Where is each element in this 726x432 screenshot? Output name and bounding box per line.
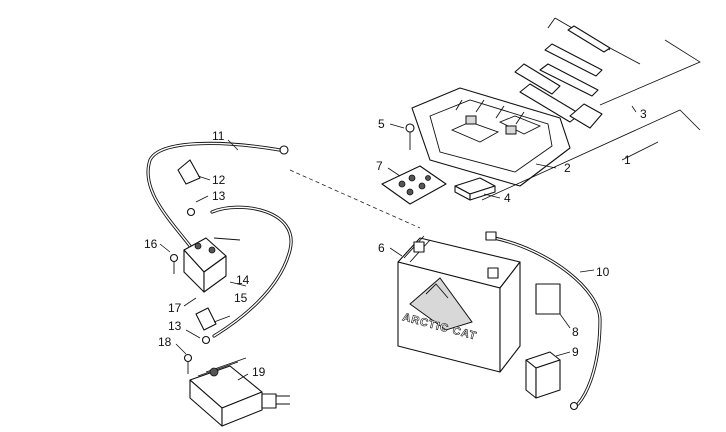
leader-18 bbox=[175, 343, 187, 355]
callout-9: 9 bbox=[572, 345, 579, 359]
battery-foam-block bbox=[525, 351, 561, 399]
callout-8: 8 bbox=[572, 325, 579, 339]
leader-1 bbox=[621, 141, 659, 161]
leader-3 bbox=[631, 105, 637, 113]
terminal-boot-upper bbox=[177, 159, 201, 185]
assembly-bracket-3 bbox=[599, 39, 701, 106]
leader-16 bbox=[159, 243, 171, 253]
leader-15 bbox=[213, 315, 231, 323]
callout-7: 7 bbox=[376, 159, 383, 173]
starter-screw bbox=[183, 353, 193, 374]
tool-kit bbox=[514, 17, 641, 129]
callout-5: 5 bbox=[378, 117, 385, 131]
starter-cable-upper bbox=[146, 141, 289, 248]
callout-11: 11 bbox=[212, 129, 225, 143]
leader-13b bbox=[185, 329, 201, 339]
callout-15: 15 bbox=[234, 291, 248, 305]
callout-3: 3 bbox=[640, 107, 647, 121]
callout-16: 16 bbox=[144, 237, 158, 251]
callout-13-upper: 13 bbox=[212, 189, 226, 203]
callout-10: 10 bbox=[596, 265, 610, 279]
callout-19: 19 bbox=[252, 365, 266, 379]
screwdriver-shaft bbox=[609, 47, 641, 65]
terminal-boot-lower bbox=[195, 307, 217, 331]
callout-4: 4 bbox=[504, 191, 511, 205]
leader-19 bbox=[237, 373, 249, 381]
leader-14 bbox=[229, 281, 247, 287]
leader-2 bbox=[535, 163, 557, 169]
battery-cable bbox=[485, 231, 602, 411]
assembly-bracket-1 bbox=[481, 109, 701, 201]
leader-11 bbox=[227, 139, 239, 151]
battery-insulator-pad bbox=[535, 283, 561, 315]
leader-17 bbox=[183, 297, 197, 307]
wrench-tool-1 bbox=[544, 43, 603, 77]
tool-tray bbox=[411, 87, 571, 187]
leader-7 bbox=[387, 167, 401, 177]
fastener-kit-bag bbox=[381, 165, 447, 205]
callout-12: 12 bbox=[212, 173, 226, 187]
callout-18: 18 bbox=[158, 335, 172, 349]
solenoid-screw bbox=[169, 253, 179, 274]
leader-8 bbox=[559, 313, 571, 329]
terminal-nut-lower bbox=[201, 335, 211, 345]
leader-6 bbox=[389, 247, 403, 257]
dash-battery-link bbox=[289, 169, 421, 229]
callout-2: 2 bbox=[564, 161, 571, 175]
foam-pad bbox=[454, 177, 496, 201]
callout-14: 14 bbox=[236, 273, 250, 287]
screwdriver-tool bbox=[567, 25, 611, 53]
wrench-tool-2 bbox=[539, 63, 599, 97]
tool-bag-roll bbox=[569, 103, 603, 129]
starter-cable-lower bbox=[210, 205, 293, 338]
leader-4 bbox=[483, 193, 501, 199]
callout-6: 6 bbox=[378, 241, 385, 255]
leader-5 bbox=[389, 123, 405, 129]
battery: ARCTIC CAT bbox=[397, 235, 521, 373]
tray-screw bbox=[405, 123, 415, 150]
spark-plug-socket bbox=[514, 63, 561, 95]
terminal-nut-upper bbox=[186, 207, 196, 217]
callout-13-lower: 13 bbox=[168, 319, 182, 333]
starter-solenoid bbox=[183, 237, 241, 293]
starter-motor bbox=[189, 357, 290, 427]
callout-1: 1 bbox=[624, 153, 631, 167]
leader-13a bbox=[195, 195, 209, 203]
leader-10 bbox=[579, 269, 595, 273]
leader-12 bbox=[197, 175, 211, 181]
leader-9 bbox=[555, 351, 571, 357]
callout-17: 17 bbox=[168, 301, 182, 315]
